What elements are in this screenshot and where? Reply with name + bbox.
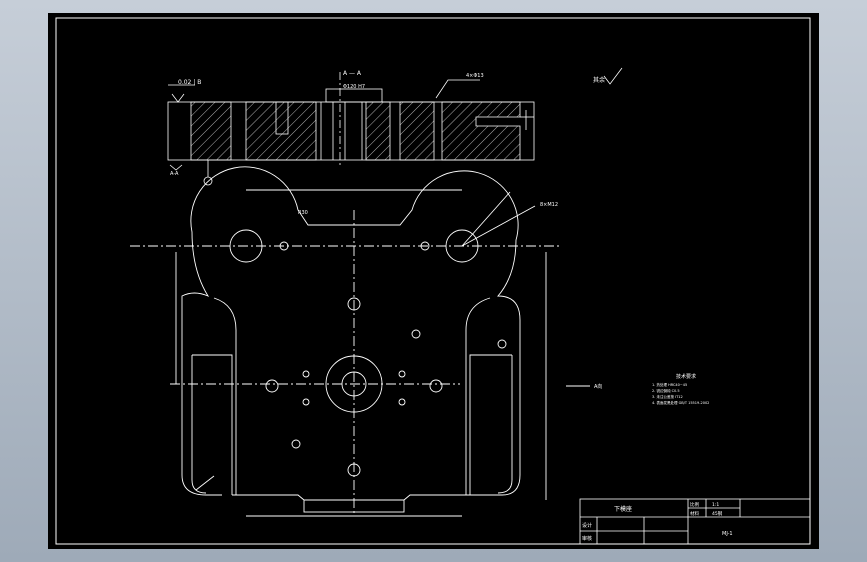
surface-mark: 其余 — [593, 76, 605, 84]
notes-line-1: 1. 热处理 HRC40~45 — [652, 382, 687, 387]
hatch-block-2 — [245, 101, 317, 161]
checker-label: 审核 — [582, 535, 592, 542]
small-hole-5 — [302, 398, 310, 406]
notes-line-4: 4. 表面发黑处理 GB/T 15519-2002 — [652, 400, 709, 405]
pin-hole-1 — [411, 329, 421, 339]
tolerance-frame: 0.02 | B — [178, 79, 201, 86]
leader-label: 4×Φ13 — [466, 73, 484, 79]
notes-title: 技术要求 — [676, 373, 696, 380]
small-hole-4 — [398, 370, 406, 378]
scale-label: 比例 — [690, 501, 699, 508]
hatch-block-5 — [441, 101, 521, 161]
drawing-number: MJ-1 — [722, 531, 733, 537]
hatch-block-4 — [399, 101, 435, 161]
counterbore — [325, 88, 383, 103]
plan-view — [130, 166, 590, 517]
leader-callout — [461, 205, 536, 247]
inner-pocket-left — [191, 354, 233, 495]
leader-bottom-left — [195, 475, 215, 491]
screw-hole — [275, 101, 289, 135]
inner-pocket-right — [469, 354, 513, 495]
small-hole-6 — [398, 398, 406, 406]
hatch-block-1 — [190, 101, 232, 161]
inner-arm-right — [465, 297, 491, 495]
part-name: 下模座 — [614, 505, 632, 513]
notes-line-3: 3. 未注公差按 IT12 — [652, 394, 683, 399]
hole-left — [265, 379, 279, 393]
small-hole-3 — [302, 370, 310, 378]
designer-label: 设计 — [582, 522, 592, 529]
title-block — [579, 498, 811, 545]
leader-1 — [435, 79, 480, 99]
leader-angle — [461, 191, 511, 247]
detail-label: A向 — [594, 383, 602, 390]
pin-hole-2 — [497, 339, 507, 349]
section-label: A — A — [343, 70, 362, 77]
hatch-block-3 — [365, 101, 391, 161]
angle-label: R30 — [298, 210, 308, 216]
technical-notes: 技术要求 1. 热处理 HRC40~45 2. 锐边倒钝 C0.5 3. 未注公… — [652, 373, 709, 405]
section-view — [167, 72, 535, 186]
hole-callout: 8×M12 — [540, 202, 558, 208]
material-value: 45钢 — [712, 510, 723, 517]
plate-outline — [181, 166, 521, 501]
surface-tri-2 — [169, 164, 183, 171]
surface-finish-mark — [603, 67, 623, 85]
pin-hole-3 — [291, 439, 301, 449]
drawing-border — [55, 17, 811, 545]
hole-right — [429, 379, 443, 393]
width-label: Φ120 H7 — [343, 84, 365, 90]
notes-line-2: 2. 锐边倒钝 C0.5 — [652, 388, 680, 393]
scale-value: 1:1 — [712, 502, 719, 508]
material-label: 材料 — [690, 510, 699, 517]
inner-arm-left — [213, 297, 237, 495]
surface-tri-1 — [171, 93, 185, 103]
top-left-label: A-A — [170, 171, 179, 177]
